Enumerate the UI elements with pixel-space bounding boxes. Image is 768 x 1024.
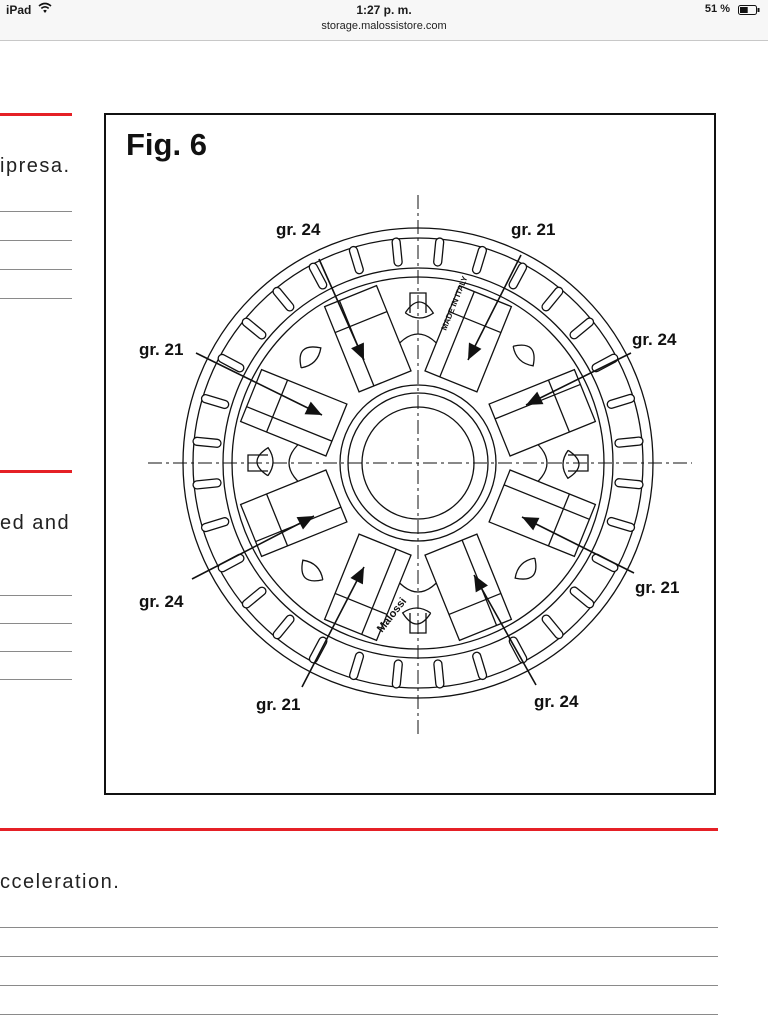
- rotor-tooth: [348, 245, 364, 275]
- pointer-arrowhead: [304, 401, 322, 415]
- text-fragment-top: ipresa.: [0, 155, 71, 177]
- rotor-tooth: [391, 237, 403, 267]
- writing-line: [0, 679, 72, 680]
- rotor-cutout: [514, 557, 537, 580]
- device-name: iPad: [6, 3, 32, 17]
- rotor-tooth: [541, 614, 564, 640]
- pointer-line: [467, 254, 522, 361]
- rotor-tooth: [606, 393, 636, 409]
- battery-icon: [738, 5, 760, 15]
- wifi-icon: [38, 2, 52, 13]
- rotor-tooth: [217, 553, 245, 573]
- rotor-tooth: [614, 436, 644, 448]
- pointer-arrowhead: [526, 391, 544, 405]
- rotor-tooth: [569, 586, 595, 609]
- rotor-tooth: [200, 393, 230, 410]
- rotor-tooth: [541, 286, 564, 312]
- rotor-tooth: [569, 317, 595, 340]
- writing-line: [0, 651, 72, 652]
- pointer-line: [525, 352, 632, 406]
- pointer-arrowhead: [351, 342, 364, 360]
- pointer-line: [195, 352, 323, 416]
- rotor-cutout: [562, 449, 580, 480]
- rotor-cutout: [404, 301, 435, 319]
- rotor-tooth: [308, 262, 328, 290]
- rotor-tooth: [272, 614, 295, 640]
- rotor-tooth: [272, 286, 295, 312]
- address-bar-url[interactable]: storage.malossistore.com: [321, 20, 447, 32]
- pointer-arrowhead: [522, 517, 540, 531]
- roller-slot: [424, 284, 535, 393]
- roller-weight-label: gr. 21: [511, 220, 555, 239]
- rotor-tooth: [241, 317, 267, 340]
- rotor-tooth: [508, 262, 528, 290]
- pointer-arrowhead: [474, 575, 488, 593]
- rotor-tooth: [614, 478, 644, 490]
- writing-line: [0, 211, 72, 212]
- roller-weight-label: gr. 24: [632, 330, 677, 349]
- rotor-cutout: [401, 607, 432, 625]
- writing-line: [0, 595, 72, 596]
- rotor-tooth: [241, 586, 267, 609]
- roller-slot: [239, 346, 348, 457]
- pointer-line: [473, 574, 537, 686]
- clock: 1:27 p. m.: [356, 3, 412, 17]
- rotor-tooth: [348, 651, 365, 681]
- pointer-arrowhead: [296, 516, 314, 530]
- pointer-line: [191, 515, 315, 580]
- variator-rotor: [148, 195, 692, 735]
- writing-line: [0, 1014, 718, 1015]
- writing-line: [0, 269, 72, 270]
- rotor-cutout: [301, 559, 324, 582]
- section-divider-red: [0, 828, 718, 831]
- figure-title: Fig. 6: [126, 127, 207, 162]
- roller-weight-label: gr. 24: [139, 592, 184, 611]
- roller-weight-label: gr. 24: [276, 220, 321, 239]
- rotor-cutout: [256, 446, 274, 477]
- roller-weight-label: gr. 21: [256, 695, 300, 714]
- roller-slot: [301, 533, 412, 642]
- rotor-tooth: [200, 517, 230, 533]
- rotor-tooth: [433, 659, 445, 689]
- rotor-tooth: [391, 659, 403, 689]
- pointer-arrowhead: [468, 342, 482, 360]
- pointer-arrowhead: [350, 567, 364, 585]
- browser-status-bar: iPad 1:27 p. m. storage.malossistore.com…: [0, 0, 768, 41]
- text-fragment-middle: ed and: [0, 512, 71, 534]
- writing-line: [0, 927, 718, 928]
- roller-weight-label: gr. 21: [635, 578, 679, 597]
- rotor-cutout: [299, 346, 322, 369]
- rotor-tooth: [606, 516, 636, 533]
- rotor-tooth: [308, 636, 328, 664]
- roller-slot: [488, 469, 597, 580]
- writing-line: [0, 623, 72, 624]
- rotor-cutout: [512, 344, 535, 367]
- rotor-tooth: [508, 636, 528, 664]
- pointer-line: [318, 258, 365, 361]
- roller-weight-label: gr. 21: [139, 340, 183, 359]
- rotor-tooth: [472, 651, 488, 681]
- section-divider-red: [0, 113, 72, 116]
- battery-percentage: 51 %: [704, 3, 730, 15]
- rotor-tooth: [433, 237, 445, 267]
- writing-line: [0, 956, 718, 957]
- rotor-tooth: [591, 353, 619, 373]
- rotor-tooth: [192, 478, 222, 490]
- roller-weight-label: gr. 24: [534, 692, 579, 711]
- section-divider-red: [0, 470, 72, 473]
- pointer-line: [301, 566, 365, 688]
- writing-line: [0, 985, 718, 986]
- writing-line: [0, 240, 72, 241]
- rotor-tooth: [217, 353, 245, 373]
- rotor-tooth: [471, 245, 488, 275]
- pointer-line: [521, 516, 635, 574]
- text-fragment-bottom: cceleration.: [0, 871, 121, 893]
- writing-line: [0, 298, 72, 299]
- rotor-tooth: [192, 436, 222, 448]
